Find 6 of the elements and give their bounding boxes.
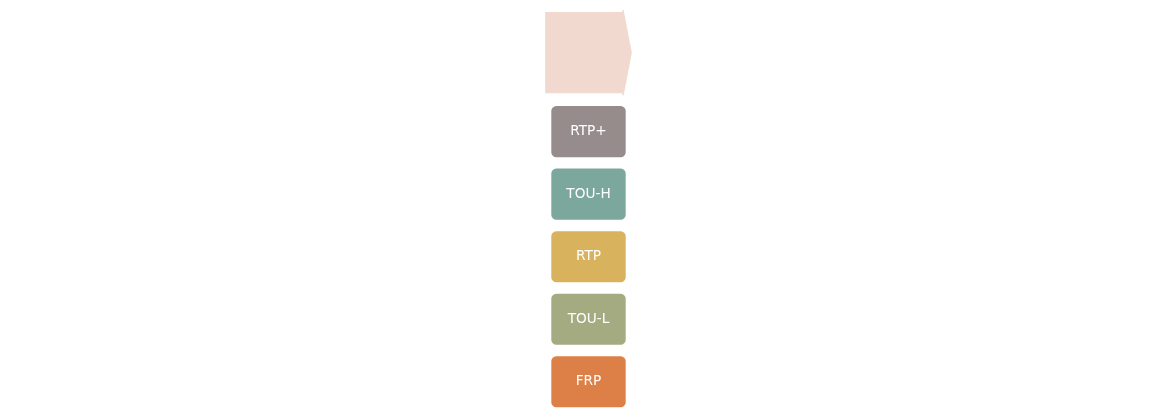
node-box: FRP (549, 354, 627, 409)
node-box: RTP (549, 229, 627, 284)
node-box: TOU-L (549, 292, 627, 347)
node-arrow (544, 9, 632, 97)
node-box: RTP+ (549, 104, 627, 159)
node-box: TOU-H (549, 167, 627, 222)
